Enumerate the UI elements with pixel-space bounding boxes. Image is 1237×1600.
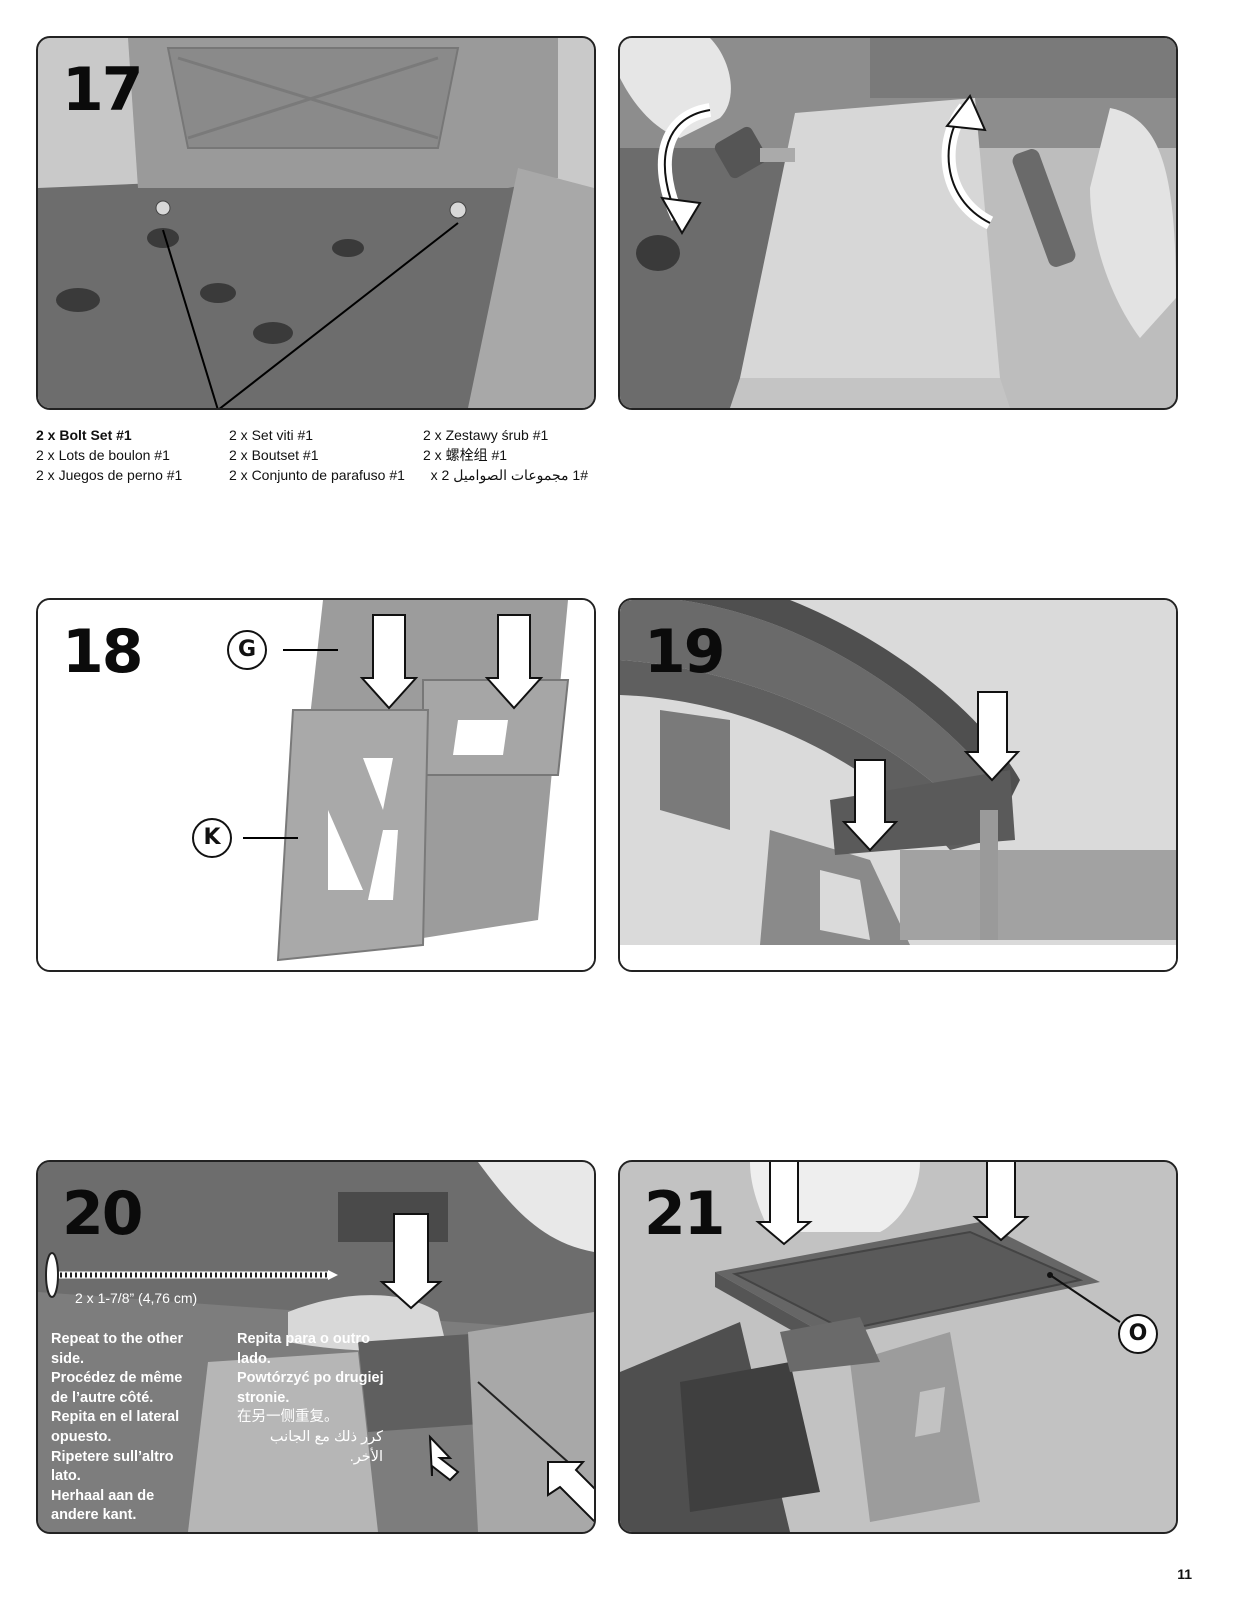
- step-18-panel: 18 G K: [36, 598, 596, 972]
- step-17-number: 17: [62, 55, 143, 125]
- caption-text: 2 x Lots de boulon #1: [36, 447, 170, 463]
- screw-size-label: 2 x 1-7/8” (4,76 cm): [75, 1290, 198, 1306]
- part-g-callout: G: [227, 630, 267, 670]
- repeat-text: lado.: [237, 1350, 271, 1367]
- repeat-text: stronie.: [237, 1389, 290, 1406]
- caption-text: 2 x Conjunto de parafuso #1: [229, 467, 405, 483]
- step-21-panel: 21 O: [618, 1160, 1178, 1534]
- step-19-number: 19: [644, 617, 725, 687]
- caption-text: 1# مجموعات الصواميل x 2: [430, 467, 588, 483]
- repeat-text: Ripetere sull’altro: [51, 1448, 174, 1465]
- repeat-text: Powtórzyć po drugiej: [237, 1370, 384, 1387]
- caption-text: 2 x 螺栓组 #1: [423, 447, 508, 463]
- step-17-illustration: [38, 38, 594, 408]
- caption-text: 2 x Bolt Set #1: [36, 427, 132, 443]
- step-17-detail-panel: [618, 36, 1178, 410]
- repeat-text: 在另一侧重复。: [237, 1409, 339, 1426]
- step-20-illustration: [38, 1162, 594, 1532]
- repeat-text: side.: [51, 1350, 85, 1367]
- wrench-tightening-illustration: [620, 38, 1176, 408]
- step-17-panel: 17: [36, 36, 596, 410]
- caption-text: 2 x Set viti #1: [229, 427, 314, 443]
- step-18-number: 18: [62, 617, 143, 687]
- repeat-text: Herhaal aan de: [51, 1487, 155, 1504]
- caption-text: 2 x Juegos de perno #1: [36, 467, 183, 483]
- repeat-text: opuesto.: [51, 1428, 112, 1445]
- repeat-text: Repita para o outro: [237, 1331, 370, 1347]
- step-21-illustration: [620, 1162, 1176, 1532]
- page-number: 11: [1177, 1566, 1192, 1582]
- repeat-instructions-right: Repita para o outro lado. Powtórzyć po d…: [237, 1330, 384, 1467]
- repeat-text: كرر ذلك مع الجانب: [269, 1428, 383, 1445]
- repeat-text: lato.: [51, 1468, 81, 1485]
- step-19-illustration: [620, 600, 1176, 970]
- step-21-number: 21: [644, 1179, 725, 1249]
- caption-text: 2 x Zestawy śrub #1: [423, 427, 549, 443]
- repeat-text: andere kant.: [51, 1507, 137, 1524]
- step-20-number: 20: [62, 1179, 143, 1249]
- step-20-panel: 20 2 x 1-7/8” (4,76 cm) Repeat to the ot…: [36, 1160, 596, 1534]
- caption-text: 2 x Boutset #1: [229, 447, 319, 463]
- repeat-text: Repita en el lateral: [51, 1409, 180, 1426]
- part-k-callout: K: [192, 818, 232, 858]
- step-18-illustration: [38, 600, 594, 970]
- repeat-text: Repeat to the other: [51, 1331, 184, 1347]
- step-17-caption-col-2: 2 x Set viti #1 2 x Boutset #1 2 x Conju…: [229, 425, 405, 485]
- repeat-instructions-left: Repeat to the other side. Procédez de mê…: [51, 1330, 183, 1526]
- step-17-caption-col-3: 2 x Zestawy śrub #1 2 x 螺栓组 #1 1# مجموعا…: [423, 425, 588, 485]
- step-17-caption-col-1: 2 x Bolt Set #1 2 x Lots de boulon #1 2 …: [36, 425, 182, 485]
- repeat-text: الأخر.: [349, 1448, 383, 1465]
- repeat-text: Procédez de même: [51, 1370, 183, 1387]
- part-o-callout: O: [1118, 1314, 1158, 1354]
- repeat-text: de l’autre côté.: [51, 1389, 154, 1406]
- step-19-panel: 19: [618, 598, 1178, 972]
